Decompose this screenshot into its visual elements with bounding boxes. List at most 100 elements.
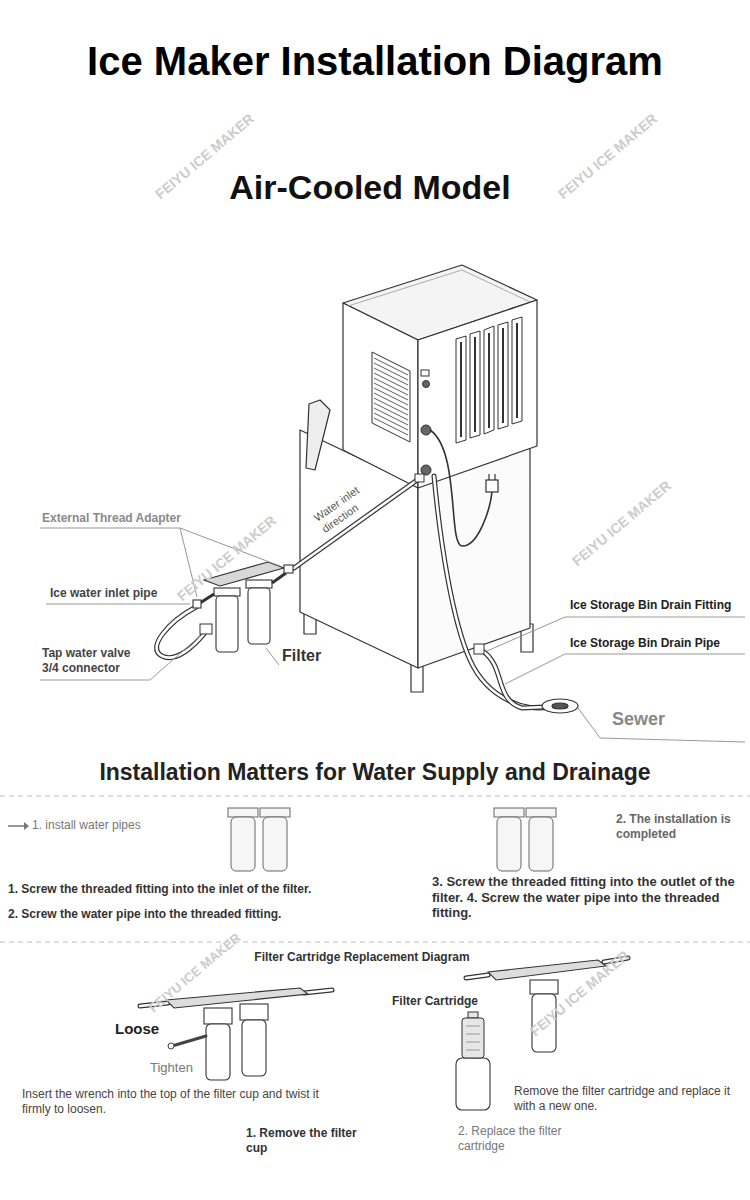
part-label: Ice water inlet pipe	[50, 586, 157, 601]
water-filter-part	[193, 600, 201, 608]
part-label: Ice Storage Bin Drain Fitting	[570, 598, 731, 613]
filter-housing-part	[204, 1008, 232, 1024]
water-tube-part	[434, 476, 548, 708]
filter-housing-part	[529, 817, 553, 871]
ice-maker-part	[418, 300, 537, 488]
fitting-part	[200, 624, 212, 634]
label-holder: Filter	[282, 646, 321, 666]
step-label: 1. Remove the filter cup	[246, 1126, 366, 1156]
filter-housing-part	[240, 1004, 268, 1020]
ice-maker	[300, 265, 537, 692]
label-holder: FEIYU ICE MAKER	[555, 466, 689, 582]
part-label: External Thread Adapter	[42, 511, 181, 526]
water-tube-part	[484, 652, 545, 708]
step-arrow-part	[24, 822, 29, 830]
subtitle: Air-Cooled Model	[170, 166, 570, 209]
label-holder: Tighten	[150, 1060, 193, 1076]
label-holder: Ice water inlet pipe	[50, 586, 157, 601]
wrench	[168, 1036, 206, 1049]
filter-housing-part	[242, 1020, 266, 1076]
louvre-part	[456, 336, 466, 443]
label-holder: Insert the wrench into the top of the fi…	[22, 1087, 322, 1117]
filter-cartridge-part	[466, 1042, 480, 1043]
section-heading: Filter Cartridge Replacement Diagram	[212, 950, 512, 965]
part-label: Filter	[282, 646, 321, 666]
part-label: Sewer	[612, 708, 665, 731]
filter-housing-part	[526, 808, 556, 817]
step-label: 2. The installation is completed	[616, 812, 744, 842]
vent-grille-part-part	[374, 368, 408, 385]
step-text: 1. Screw the threaded fitting into the i…	[8, 882, 311, 897]
leader-line-part	[565, 654, 745, 655]
vent-grille-part-part	[374, 378, 408, 395]
wrench-part	[168, 1043, 174, 1049]
leader-line-part	[487, 617, 565, 651]
leader-line-part	[46, 604, 190, 605]
water-tube-part	[466, 975, 488, 978]
louvre-part	[470, 331, 480, 438]
step-text: Insert the wrench into the top of the fi…	[22, 1087, 322, 1117]
filter-housing-part	[263, 817, 287, 871]
filter-cartridge-part	[466, 1026, 480, 1027]
water-tube-part	[294, 478, 420, 568]
water-filter-part	[284, 565, 293, 573]
separator-line-part	[0, 796, 750, 797]
part-label: Ice Storage Bin Drain Pipe	[570, 636, 720, 651]
step-label: 2. Replace the filter cartridge	[458, 1124, 588, 1154]
leader-line	[40, 528, 745, 742]
label-holder: Ice Storage Bin Drain Pipe	[570, 636, 720, 651]
filter-housing-part	[494, 808, 524, 817]
sewer-drain-part	[542, 699, 578, 713]
label-holder: Remove the filter cartridge and replace …	[514, 1084, 740, 1114]
vent-grille-part-part	[374, 373, 408, 390]
step-text: Remove the filter cartridge and replace …	[514, 1084, 740, 1114]
water-tube-part	[157, 607, 204, 658]
water-filter-part	[216, 596, 238, 652]
filter-housing	[228, 808, 556, 871]
filter-cartridge	[462, 1012, 484, 1058]
leader-line-part	[578, 708, 745, 742]
filter-cartridge-part	[466, 1034, 480, 1035]
ice-maker-part	[348, 270, 530, 306]
step-text: 2. Screw the water pipe into the threade…	[8, 907, 281, 922]
label-holder: 1. Remove the filter cup	[246, 1126, 366, 1156]
louvre-part	[460, 342, 462, 437]
fitting-part	[415, 474, 424, 482]
label-holder: 1. install water pipes	[32, 818, 141, 833]
louvre-part	[502, 328, 504, 423]
filter-housing-part	[231, 817, 255, 871]
water-tube-part	[484, 652, 545, 708]
vent-grille-part-part	[374, 413, 408, 430]
filter-cartridge-part	[466, 1050, 480, 1051]
label-holder: 2. The installation is completed	[616, 812, 744, 842]
watermark: FEIYU ICE MAKER	[541, 99, 675, 215]
louvre-part	[512, 317, 522, 424]
action-label: Tighten	[150, 1060, 193, 1076]
label-holder: 3. Screw the threaded fitting into the o…	[432, 874, 746, 921]
leader-line-part	[565, 617, 745, 618]
ice-maker-part	[343, 303, 418, 488]
separator-line-part	[0, 942, 750, 943]
water-filter-part	[200, 594, 214, 603]
filter-housing-part	[206, 1024, 230, 1080]
water-filter-part	[214, 588, 240, 596]
vent-grille-part-part	[374, 383, 408, 400]
water-filter-part	[272, 573, 286, 583]
filter-cartridge-part	[468, 1012, 478, 1018]
water-filter-part	[246, 580, 272, 588]
fitting-part	[474, 644, 484, 654]
label-holder: 2. Replace the filter cartridge	[458, 1124, 588, 1154]
louvre-part	[516, 323, 518, 418]
title-holder: Ice Maker Installation Diagram	[5, 36, 745, 86]
label-holder: Tap water valve 3/4 connector	[42, 646, 150, 676]
vent-grille-part-part	[374, 358, 408, 375]
separator-line	[0, 796, 750, 942]
vent-grille-part-part	[374, 398, 408, 415]
vent-grille-part-part	[374, 388, 408, 405]
leader-line-part	[40, 636, 200, 680]
control-knob	[421, 370, 431, 475]
louvre-part	[484, 326, 494, 434]
ice-maker-part	[306, 400, 330, 470]
label-holder: Filter Cartridge Replacement Diagram	[212, 950, 512, 965]
